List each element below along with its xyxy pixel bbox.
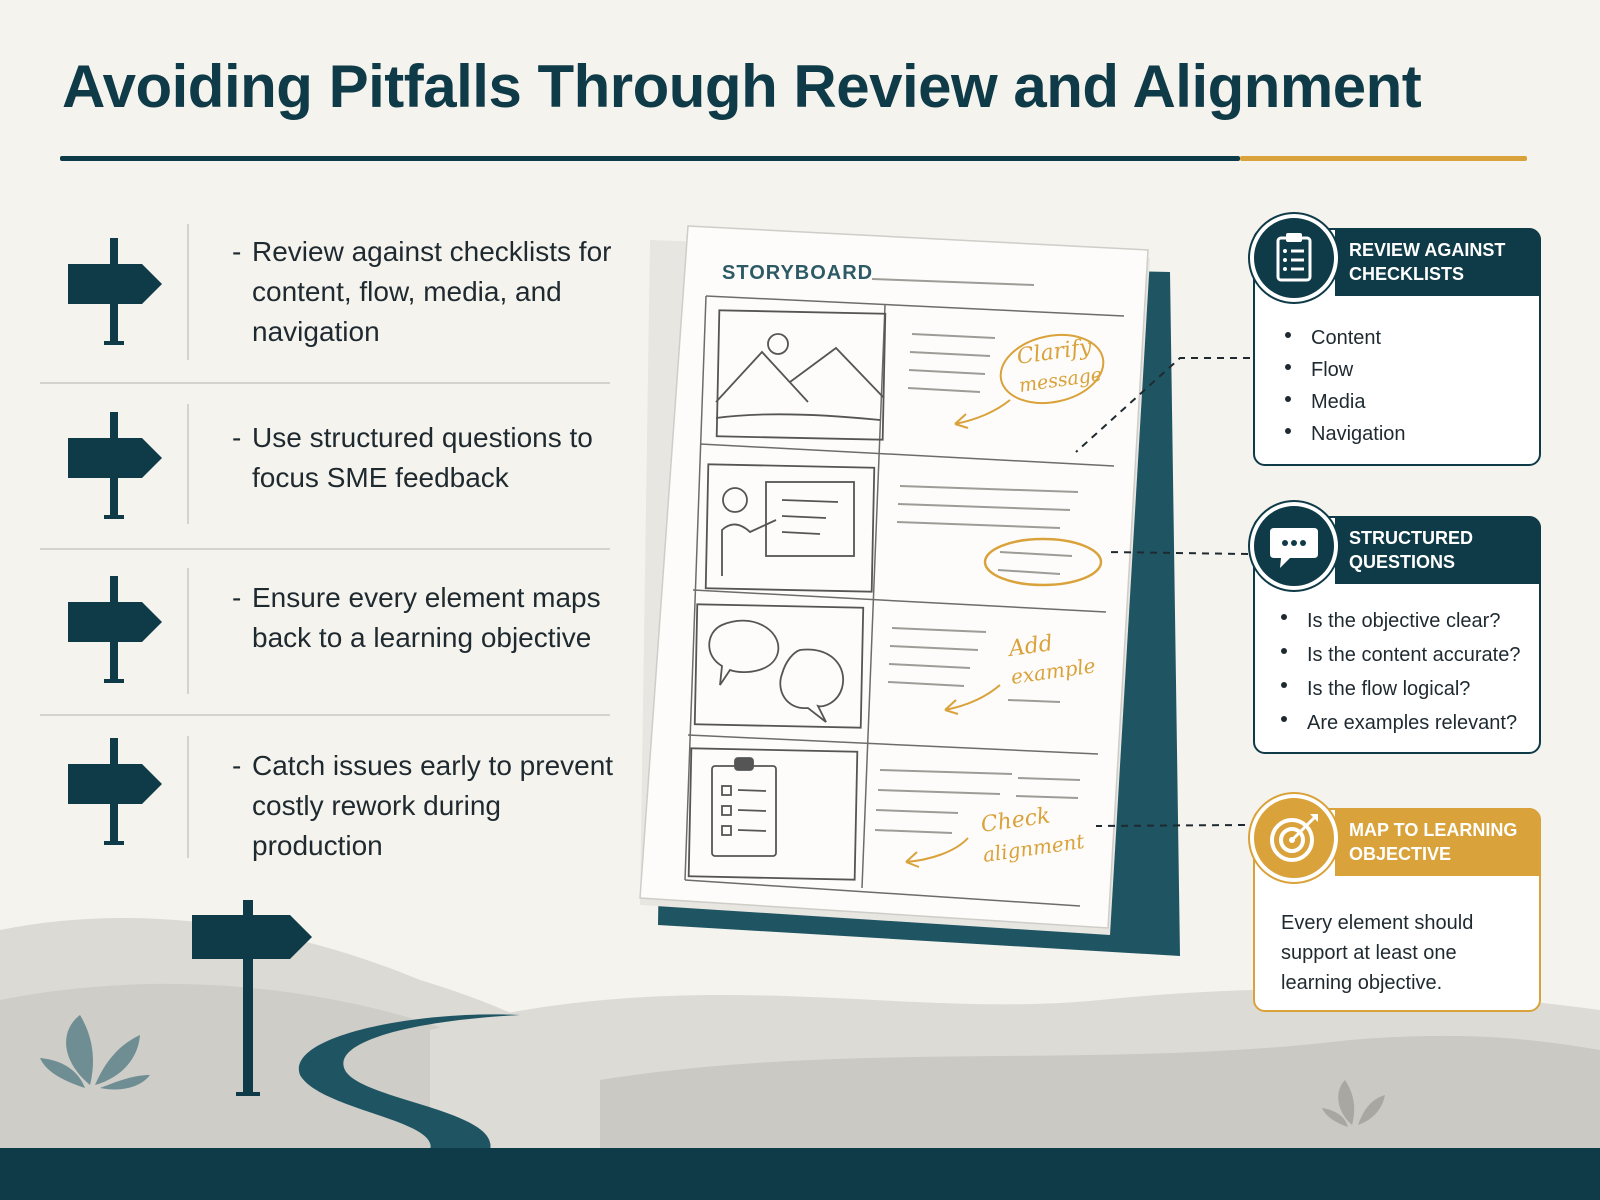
bullet-item-questions: - Use structured questions to focus SME … [40,404,610,524]
bullet-separator [40,382,610,384]
bullet-text: Use structured questions to focus SME fe… [252,422,593,493]
badge [1250,502,1338,590]
signpost-icon [68,238,162,345]
card-map-objective: MAP TO LEARNING OBJECTIVE Every element … [1250,794,1541,1012]
card-title: STRUCTURED QUESTIONS [1335,516,1541,584]
image-placeholder-icon [715,309,887,441]
page-title: Avoiding Pitfalls Through Review and Ali… [62,53,1422,120]
clipboard-icon [1276,233,1312,282]
plant-icon-right [1322,1080,1385,1127]
target-icon [1270,814,1318,862]
plant-icon-left [40,1015,150,1090]
speech-bubbles-icon [693,603,865,729]
bullet-dash: - [232,750,242,781]
bullet-text: Ensure every element maps back to a lear… [252,582,601,653]
list-item: Is the flow logical? [1277,672,1520,706]
bullet-dash: - [232,236,242,267]
badge [1250,794,1338,882]
list-item: Is the content accurate? [1277,638,1520,672]
divider [187,404,189,524]
bullet-separator [40,714,610,716]
title-underline-accent [1240,156,1527,161]
bullet-item-issues: - Catch issues early to prevent costly r… [40,736,614,861]
bullet-dash: - [232,582,242,613]
signpost-icon [68,412,162,519]
divider [187,224,189,360]
card-structured-questions: STRUCTURED QUESTIONS Is the objective cl… [1250,502,1541,754]
chat-bubble-icon [1270,528,1318,568]
divider [187,736,189,858]
bullet-dash: - [232,422,242,453]
divider [187,568,189,694]
title-underline [60,156,1240,161]
list-item: Flow [1281,354,1406,386]
list-item: Media [1281,386,1406,418]
signpost-icon [68,738,162,845]
card-title: MAP TO LEARNING OBJECTIVE [1335,808,1541,876]
signpost-icon-large [192,900,312,1096]
bullet-text: Catch issues early to prevent costly rew… [252,750,614,861]
storyboard-label: STORYBOARD [722,262,873,284]
bullet-text: Review against checklists for content, f… [252,236,612,347]
presenter-icon [704,463,876,593]
bullet-separator [40,548,610,550]
checklist-clipboard-icon [687,747,859,881]
card-review-checklists: REVIEW AGAINST CHECKLISTS Content Flow M… [1250,214,1541,466]
footer-bar [0,1148,1600,1200]
badge [1250,214,1338,302]
list-item: Is the objective clear? [1277,604,1520,638]
signpost-icon [68,576,162,683]
list-item: Content [1281,322,1406,354]
card-title: REVIEW AGAINST CHECKLISTS [1335,228,1541,296]
list-item: Navigation [1281,418,1406,450]
bullet-item-objective: - Ensure every element maps back to a le… [40,568,610,694]
card-description: Every element should support at least on… [1281,912,1474,994]
list-item: Are examples relevant? [1277,706,1520,740]
bullet-item-checklists: - Review against checklists for content,… [40,224,612,360]
